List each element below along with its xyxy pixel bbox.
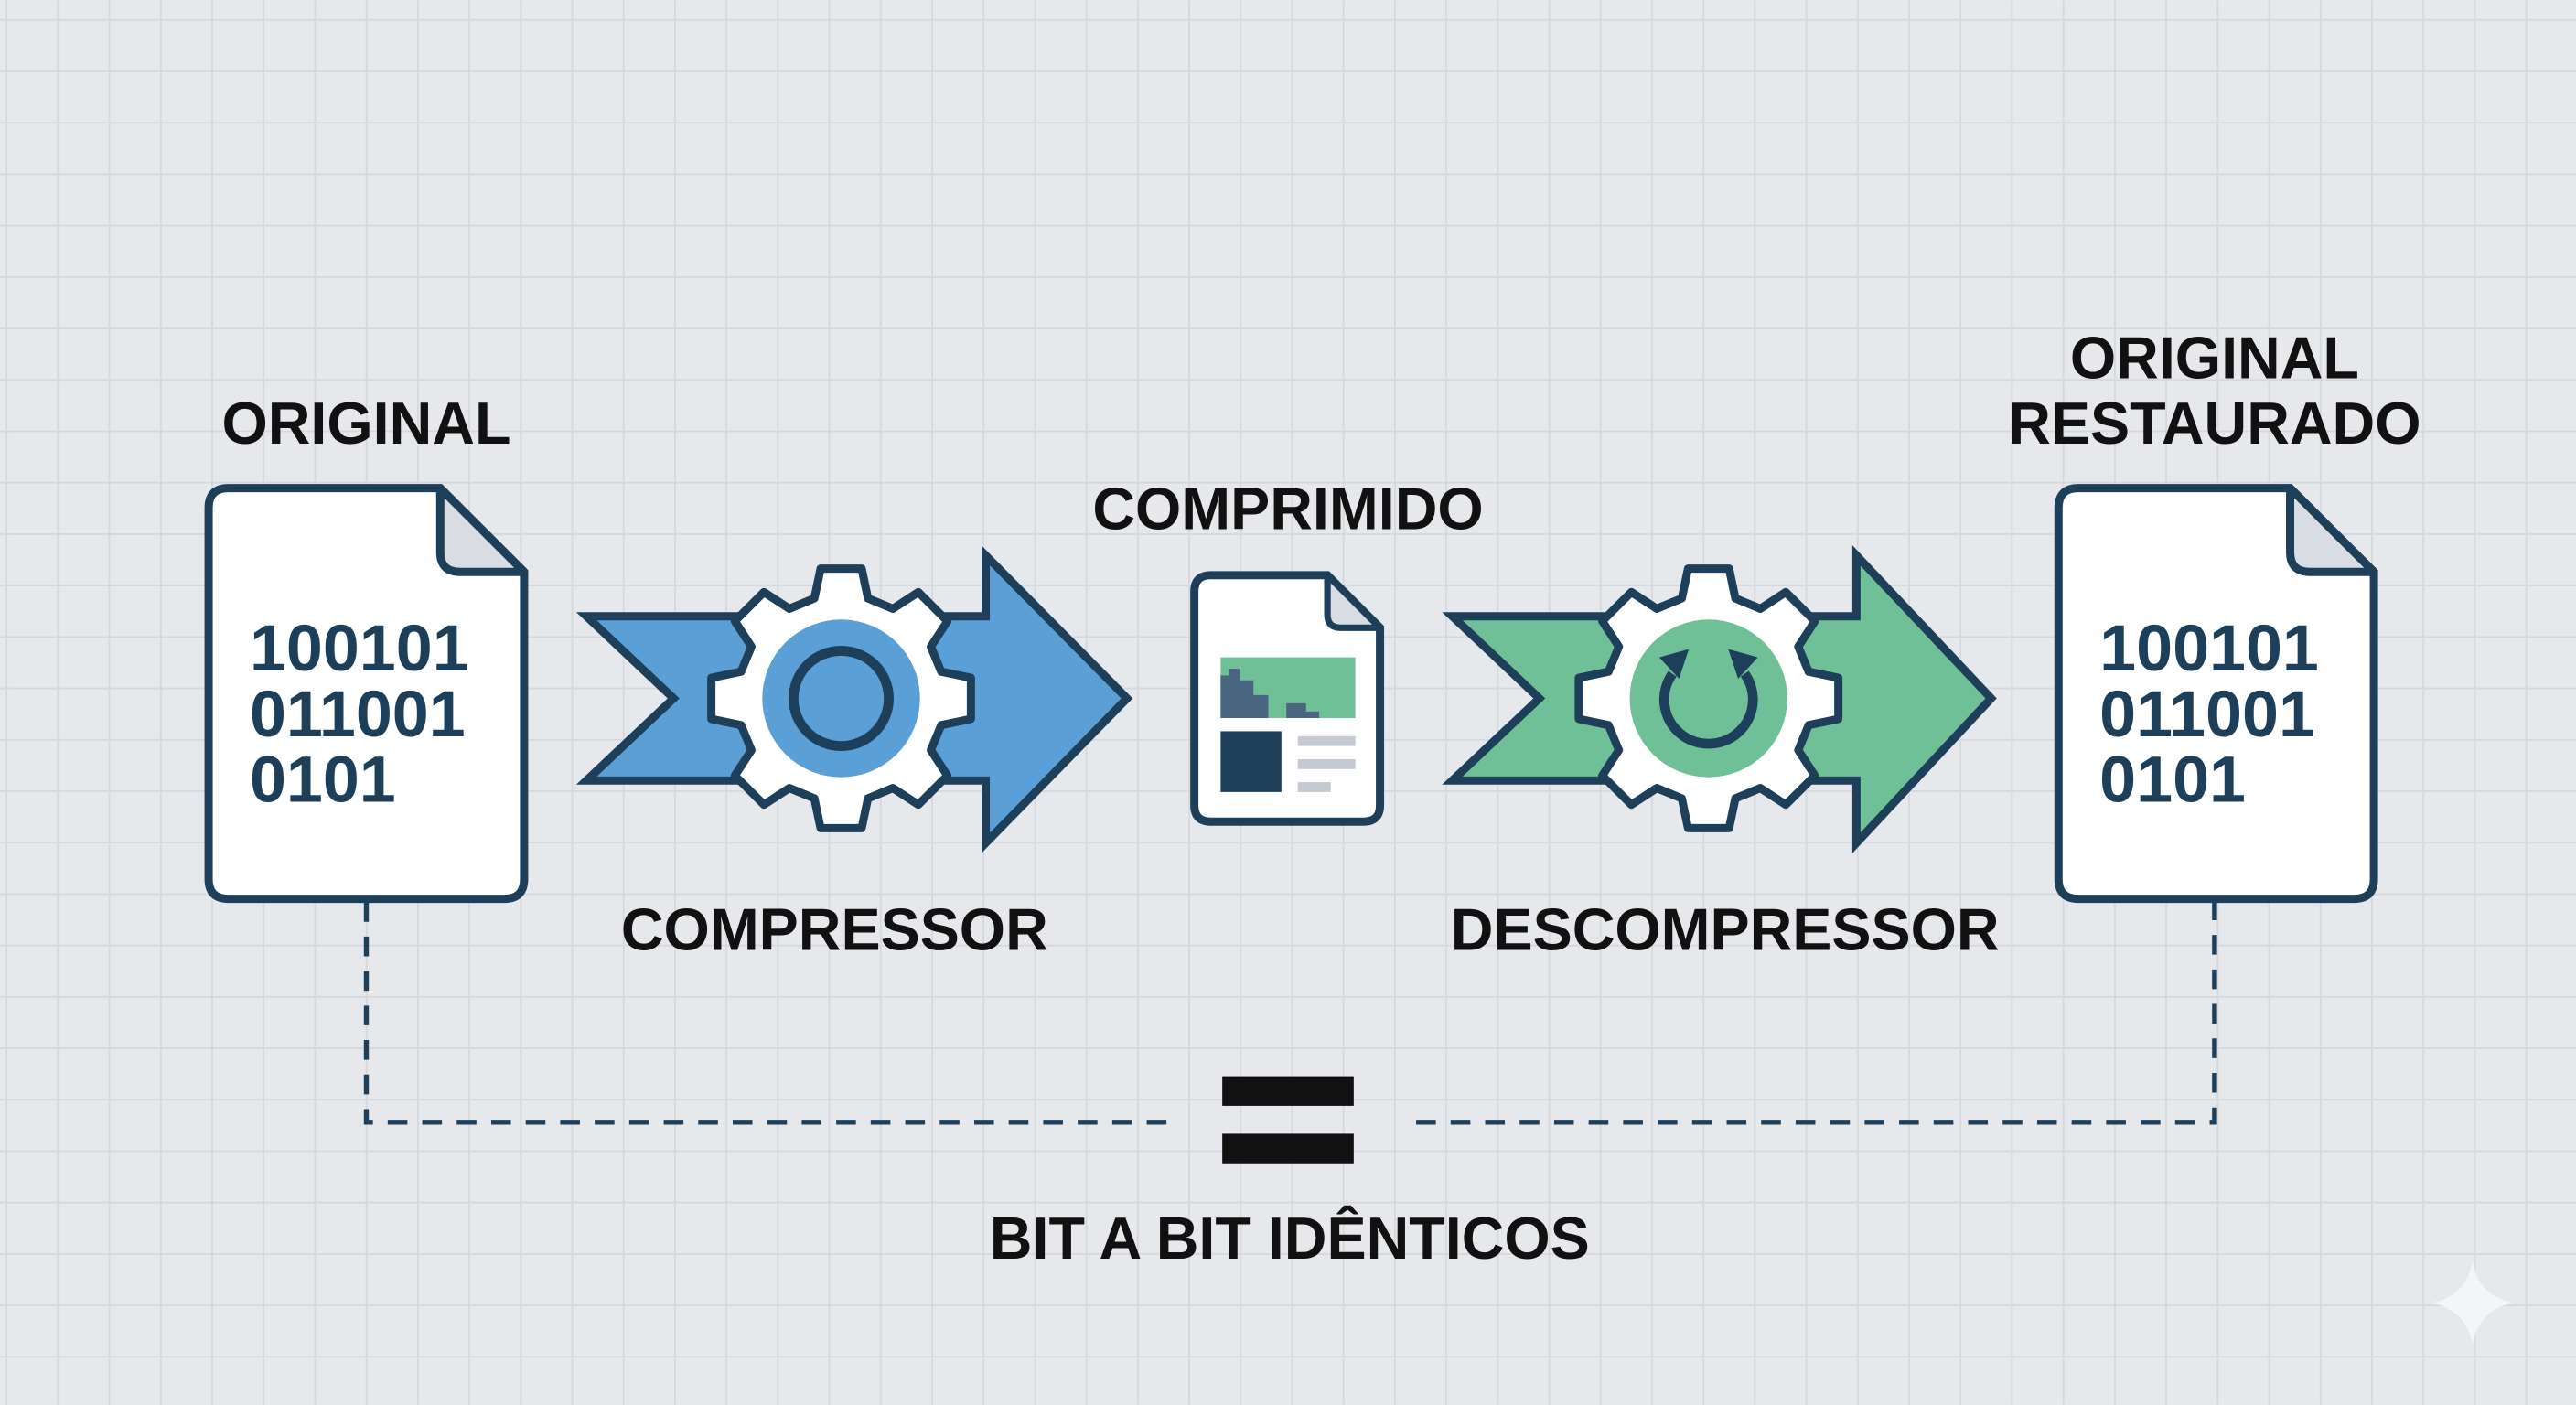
- binary-line: 0101: [2099, 744, 2246, 817]
- original-label: ORIGINAL: [221, 390, 510, 456]
- restored-label-line1: ORIGINAL: [2070, 324, 2359, 391]
- restored-file-icon: 100101 011001 0101: [2054, 484, 2378, 904]
- binary-line: 100101: [2099, 612, 2319, 685]
- binary-line: 100101: [250, 612, 469, 685]
- compressor-label: COMPRESSOR: [621, 896, 1048, 962]
- decompressor-label: DESCOMPRESSOR: [1451, 896, 2000, 962]
- dashed-connector-left: [363, 902, 1170, 1125]
- compressed-label: COMPRIMIDO: [1092, 476, 1483, 542]
- binary-line: 011001: [250, 678, 466, 751]
- compressed-file-icon: [1190, 571, 1385, 826]
- gear-icon: [707, 564, 975, 832]
- equals-icon: [1222, 1076, 1354, 1164]
- restored-label-line2: RESTAURADO: [2008, 390, 2420, 456]
- identical-label: BIT A BIT IDÊNTICOS: [990, 1205, 1590, 1271]
- dashed-connector-right: [1416, 902, 2217, 1125]
- original-file-icon: 100101 011001 0101: [204, 484, 529, 904]
- gear-refresh-icon: [1574, 564, 1843, 832]
- sparkle-icon: [2431, 1261, 2514, 1345]
- binary-line: 0101: [250, 744, 396, 817]
- binary-line: 011001: [2099, 678, 2315, 751]
